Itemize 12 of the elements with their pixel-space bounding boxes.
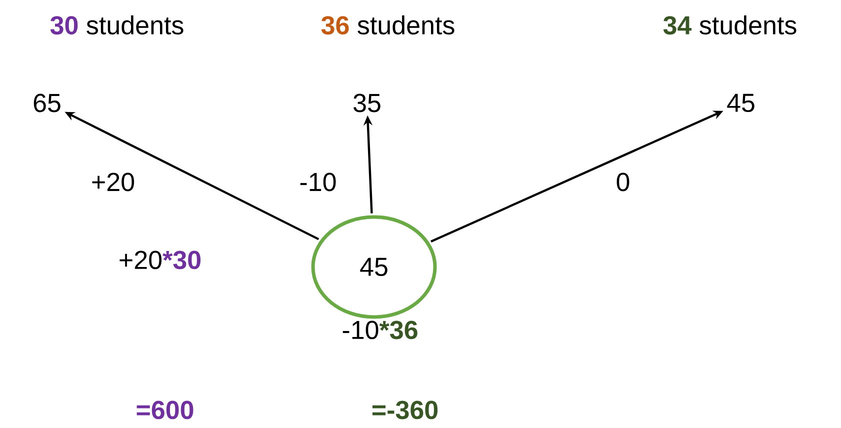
text-label: 34 students	[663, 15, 796, 35]
value-text: 35	[354, 94, 380, 112]
edge-label: 0	[616, 172, 630, 192]
value-text: 45	[727, 94, 754, 112]
text-label: +20*30	[120, 250, 200, 270]
edge-label: -10	[300, 172, 336, 192]
text-label: =600	[136, 400, 194, 420]
edge-label: +20	[92, 172, 134, 192]
value-text: 65	[34, 94, 60, 112]
text-label: 30 students	[50, 15, 184, 35]
text-label: =-360	[372, 400, 438, 420]
text-label: 36 students	[321, 15, 454, 35]
